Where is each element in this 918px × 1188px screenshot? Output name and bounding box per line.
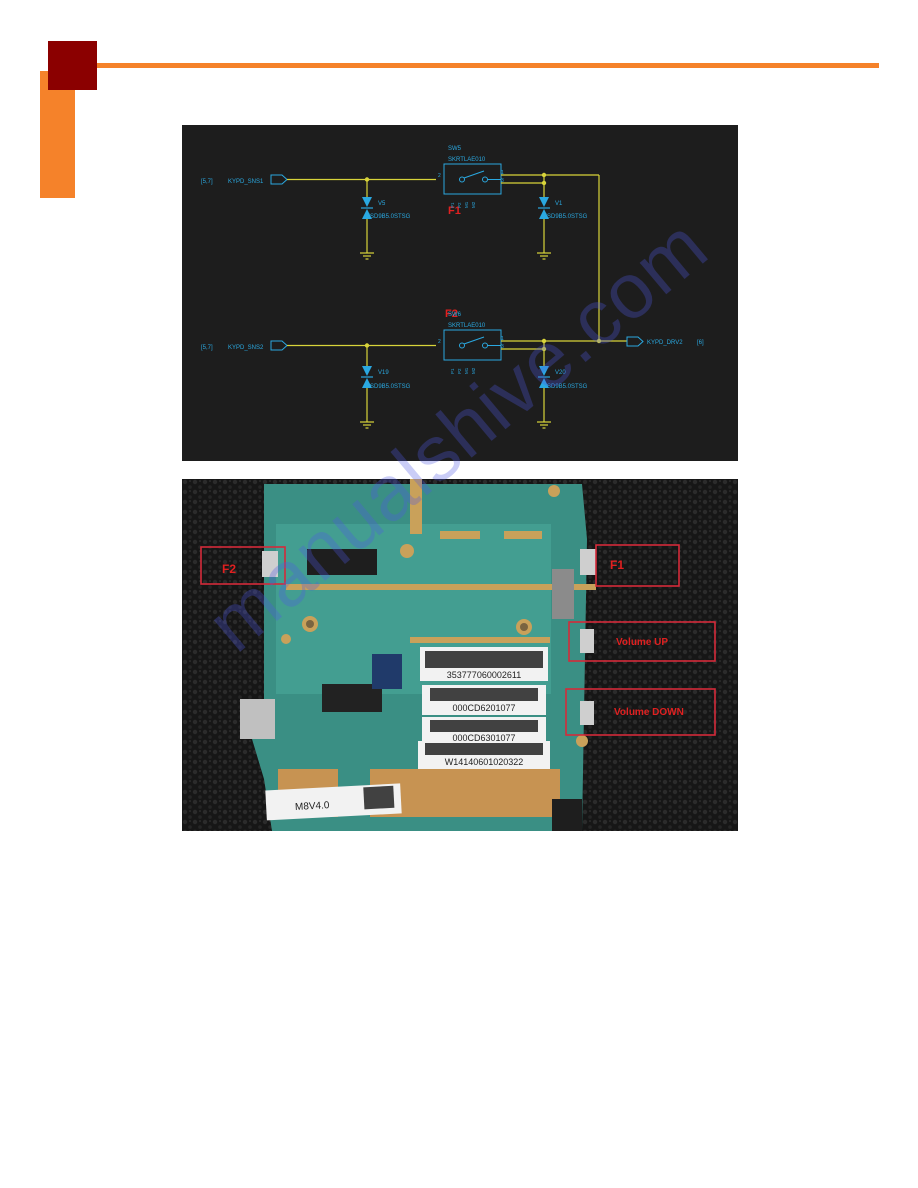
svg-text:2: 2	[438, 173, 441, 179]
diode-part-v19: ESD9B5.0STSG	[366, 384, 411, 390]
ref-right: [6]	[697, 340, 704, 346]
barcode-label-2: 000CD6201077	[422, 685, 546, 715]
circuit-f1: [5,7] KYPD_SNS1 V5 ESD9B5.0STSG F1 SW5 S…	[201, 146, 600, 342]
label-f2: F2	[445, 308, 458, 320]
svg-text:Volume UP: Volume UP	[616, 637, 668, 648]
svg-text:000CD6201077: 000CD6201077	[452, 703, 515, 713]
header-rule	[97, 63, 879, 68]
tvs-diode-v19	[362, 366, 372, 376]
svg-text:M2: M2	[471, 201, 476, 208]
svg-text:000CD6301077: 000CD6301077	[452, 733, 515, 743]
diode-part-v5: ESD9B5.0STSG	[366, 214, 411, 220]
circuit-f2: [5,7] KYPD_SNS2 V19 ESD9B5.0STSG F2 SW6 …	[201, 308, 704, 429]
board-label: M8V4.0	[265, 783, 402, 821]
net-kypd-sns2: KYPD_SNS2	[228, 345, 264, 351]
svg-text:W14140601020322: W14140601020322	[445, 757, 524, 767]
svg-text:3: 3	[501, 344, 504, 350]
svg-text:M8V4.0: M8V4.0	[295, 800, 330, 813]
pcb-photo: 353777060002611 000CD6201077 000CD630107…	[182, 479, 738, 831]
switch-part-sw6: SKRTLAE010	[448, 323, 486, 329]
tvs-diode-v20	[539, 366, 549, 376]
svg-text:Volume DOWN: Volume DOWN	[614, 707, 684, 718]
port-left-top	[270, 174, 288, 185]
diode-ref-v5: V5	[378, 201, 386, 207]
svg-text:F2: F2	[222, 562, 236, 576]
diode-part-v20: ESD9B5.0STSG	[543, 384, 588, 390]
port-left-bottom	[270, 340, 288, 351]
barcode-label-1: 353777060002611	[420, 647, 548, 681]
barcode-label-3: 000CD6301077	[422, 717, 546, 745]
switch-ref-sw6: SW6	[448, 312, 462, 318]
schematic-diagram: [5,7] KYPD_SNS1 V5 ESD9B5.0STSG F1 SW5 S…	[182, 125, 738, 461]
svg-text:1: 1	[501, 336, 504, 342]
diode-ref-v1: V1	[555, 201, 563, 207]
header-square	[48, 41, 97, 90]
svg-text:1: 1	[501, 170, 504, 176]
switch-part-sw5: SKRTLAE010	[448, 157, 486, 163]
svg-text:P2: P2	[457, 368, 462, 374]
tvs-diode-v1	[539, 197, 549, 207]
port-right	[626, 336, 644, 347]
callout-f2: F2	[200, 546, 286, 585]
svg-text:M1: M1	[464, 201, 469, 208]
svg-text:3: 3	[501, 178, 504, 184]
diode-ref-v20: V20	[555, 370, 566, 376]
svg-text:P2: P2	[457, 202, 462, 208]
callout-volume-down: Volume DOWN	[565, 688, 716, 736]
callout-volume-up: Volume UP	[568, 621, 716, 662]
diode-ref-v19: V19	[378, 370, 389, 376]
barcode-label-4: W14140601020322	[418, 741, 550, 769]
svg-text:P1: P1	[450, 202, 455, 208]
callout-f1: F1	[595, 544, 680, 587]
ref-left-top: [5,7]	[201, 179, 213, 185]
switch-ref-sw5: SW5	[448, 146, 462, 152]
svg-text:F1: F1	[610, 558, 624, 572]
svg-text:M1: M1	[464, 367, 469, 374]
svg-text:M2: M2	[471, 367, 476, 374]
tvs-diode-v5	[362, 197, 372, 207]
svg-text:353777060002611: 353777060002611	[447, 670, 521, 680]
net-kypd-sns1: KYPD_SNS1	[228, 179, 264, 185]
svg-text:2: 2	[438, 339, 441, 345]
ref-left-bottom: [5,7]	[201, 345, 213, 351]
header-accent-bar	[40, 71, 75, 198]
label-f1: F1	[448, 205, 461, 217]
svg-text:P1: P1	[450, 368, 455, 374]
net-kypd-drv2: KYPD_DRV2	[647, 340, 683, 346]
diode-part-v1: ESD9B5.0STSG	[543, 214, 588, 220]
